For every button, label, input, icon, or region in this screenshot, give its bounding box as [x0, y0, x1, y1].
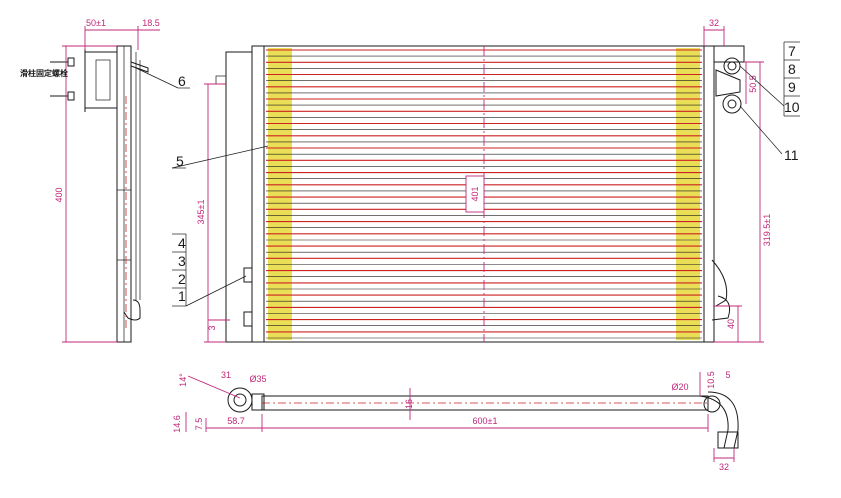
- dim-bottom-left-a: 31: [221, 370, 231, 380]
- left-bracket: [225, 51, 253, 343]
- dim-side-width: 50±1: [86, 18, 106, 28]
- bottom-fitting-left: [227, 387, 253, 413]
- callout-11: 11: [784, 147, 799, 163]
- dim-dia-35: Ø35: [249, 374, 266, 384]
- side-bracket: [84, 51, 118, 109]
- dim-right-top-width: 32: [709, 18, 719, 28]
- dim-bottom-left-b: 14.6: [172, 415, 182, 433]
- callout-1: 1: [178, 288, 186, 304]
- dim-bottom-right: 32: [719, 462, 729, 472]
- left-tank: [251, 45, 265, 343]
- right-tank: [703, 45, 715, 343]
- dim-right-height: 319.5±1: [762, 214, 772, 246]
- callout-9: 9: [788, 79, 796, 95]
- bottom-fitting-right: [703, 395, 721, 413]
- callout-7: 7: [788, 43, 796, 59]
- fin-zone-left: [268, 48, 292, 340]
- dim-bottom-left-c: 7.5: [194, 418, 204, 431]
- front-view: [204, 26, 764, 343]
- callout-10: 10: [784, 99, 800, 115]
- bottom-view: [185, 372, 739, 462]
- callout-3: 3: [178, 253, 186, 269]
- dim-core-height: 401: [470, 186, 480, 201]
- callout-2: 2: [178, 271, 186, 287]
- callout-6: 6: [178, 73, 186, 89]
- dim-dia-20: Ø20: [671, 382, 688, 392]
- dim-angle: 14°: [178, 373, 188, 387]
- fitting-bottom-outer: [722, 94, 742, 114]
- dim-bottom-length: 600±1: [473, 416, 498, 426]
- dim-bottom-right-b: 5: [725, 370, 730, 380]
- callout-4: 4: [178, 235, 186, 251]
- callout-5: 5: [176, 153, 184, 169]
- side-view: [50, 26, 160, 343]
- fin-zone-right: [676, 48, 700, 340]
- dim-right-bottom: 40: [726, 319, 736, 329]
- dim-left-bottom: 3: [207, 325, 217, 330]
- dim-bottom-right-a: 10.5: [706, 371, 716, 389]
- fitting-top-outer: [723, 57, 741, 75]
- callout-lines: [135, 41, 800, 307]
- dim-side-offset: 18.5: [142, 18, 160, 28]
- dim-right-small: 50.5: [748, 75, 758, 93]
- callout-8: 8: [788, 61, 796, 77]
- dim-tube: 16: [404, 399, 414, 409]
- dim-left-height: 345±1: [196, 200, 206, 225]
- side-note-label: 滑柱固定螺栓: [20, 68, 68, 78]
- dim-bottom-left-d: 58.7: [227, 416, 245, 426]
- dim-side-height: 400: [54, 187, 64, 202]
